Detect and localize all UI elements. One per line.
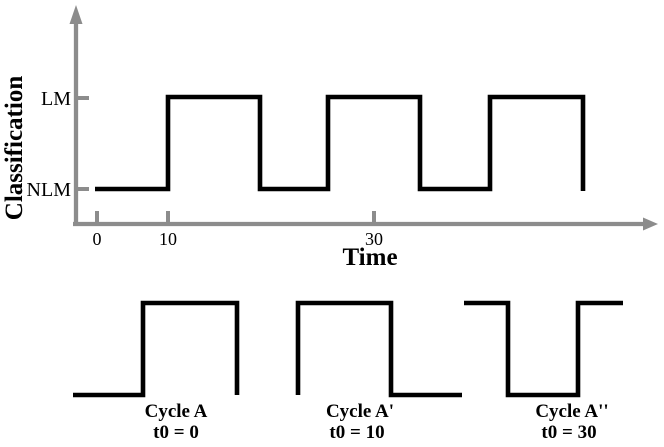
x-axis-title: Time [342, 244, 397, 271]
x-tick-label-0: 0 [93, 229, 102, 249]
cycle-waveform-0 [73, 300, 240, 398]
cycle-waveform-1 [295, 300, 462, 398]
cycle-waveform-2 [464, 300, 623, 398]
x-tick-label-30: 30 [365, 229, 383, 249]
axes-layer [69, 5, 658, 231]
text-layer: Classification LM NLM 0 10 30 Time Cycle… [1, 76, 609, 443]
x-tick-label-10: 10 [159, 229, 177, 249]
y-tick-label-nlm: NLM [27, 179, 72, 201]
classification-waveform [95, 94, 586, 192]
cycle-a-doubleprime-label: Cycle A'' t0 = 30 [535, 401, 608, 443]
cycle-a-doubleprime-subtitle: t0 = 30 [541, 422, 596, 443]
cycle-a-prime-subtitle: t0 = 10 [329, 422, 384, 443]
cycle-a-subtitle: t0 = 0 [153, 422, 199, 443]
cycle-a-prime-label: Cycle A' t0 = 10 [326, 401, 394, 443]
cycle-a-prime-title: Cycle A' [326, 401, 394, 422]
cycle-a-doubleprime-title: Cycle A'' [535, 401, 608, 422]
y-axis-arrowhead-icon [69, 5, 83, 24]
cycle-a-label: Cycle A t0 = 0 [145, 401, 208, 443]
y-tick-label-lm: LM [41, 88, 71, 110]
cycle-a-title: Cycle A [145, 401, 208, 422]
x-axis-arrowhead-icon [643, 217, 658, 231]
y-axis-title: Classification [1, 76, 28, 221]
waveform-layer [73, 94, 623, 398]
